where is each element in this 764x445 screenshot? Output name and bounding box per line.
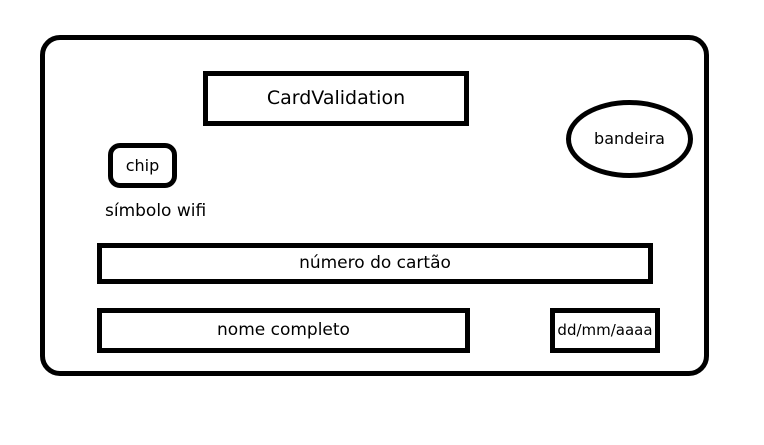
card-brand-ellipse[interactable]: bandeira (566, 100, 693, 178)
card-chip-box[interactable]: chip (108, 143, 177, 188)
card-validation-label: CardValidation (266, 87, 406, 109)
credit-card-outline: CardValidation bandeira chip símbolo wif… (40, 35, 709, 376)
cardholder-name-label: nome completo (217, 320, 350, 340)
card-number-box[interactable]: número do cartão (97, 243, 653, 284)
card-number-label: número do cartão (299, 253, 451, 273)
cardholder-name-box[interactable]: nome completo (97, 308, 470, 353)
contactless-wifi-symbol-label: símbolo wifi (105, 201, 207, 221)
card-brand-label: bandeira (594, 129, 665, 148)
card-validation-box[interactable]: CardValidation (203, 71, 469, 126)
expiry-date-label: dd/mm/aaaa (557, 321, 653, 339)
card-chip-label: chip (125, 155, 160, 175)
expiry-date-box[interactable]: dd/mm/aaaa (550, 308, 660, 353)
